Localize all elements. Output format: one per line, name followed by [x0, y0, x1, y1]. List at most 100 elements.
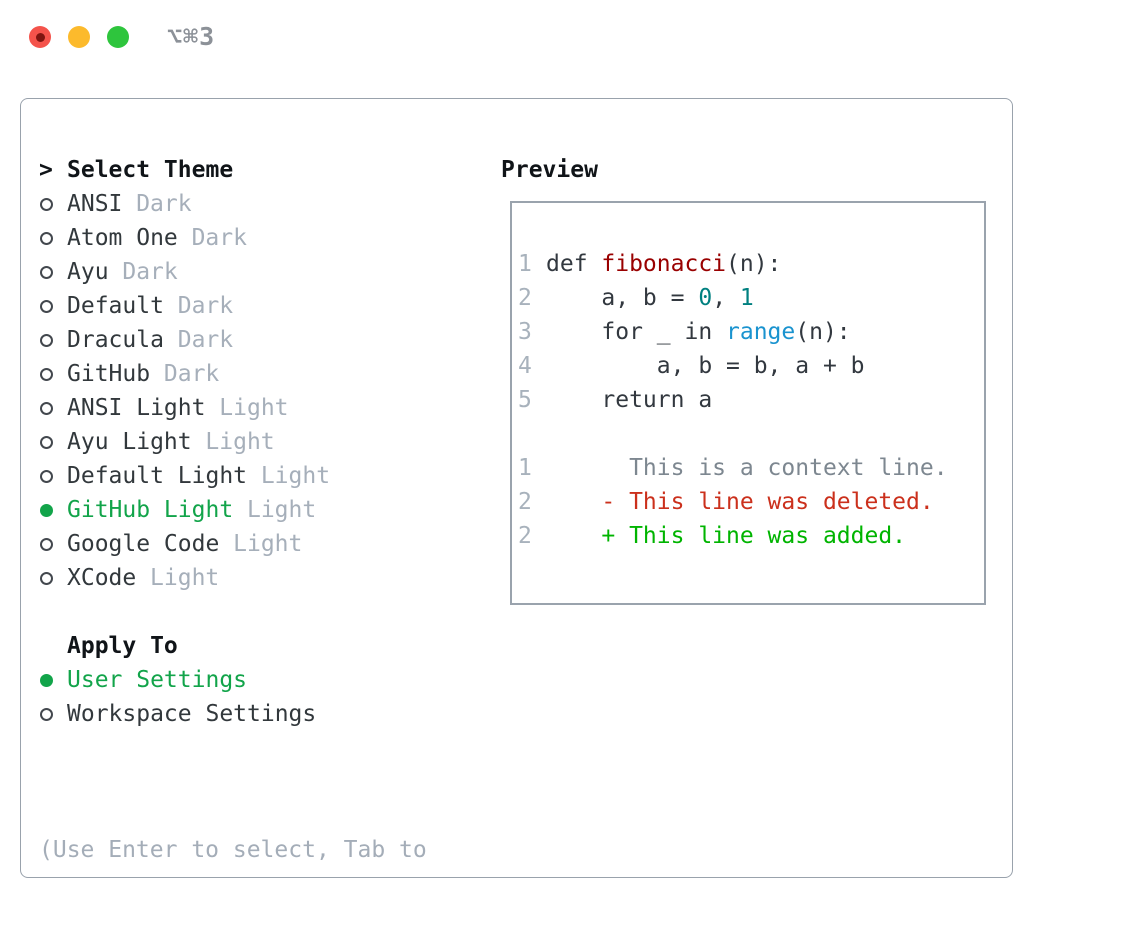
- code-text: + This line was added.: [546, 523, 906, 549]
- radio-circle: [40, 673, 53, 687]
- code-segment-add: + This line was added.: [546, 523, 907, 549]
- theme-variant-badge: Light: [233, 531, 303, 557]
- theme-option-ansi-light[interactable]: ANSI Light Light: [39, 391, 427, 425]
- code-segment-bi: range: [726, 319, 796, 345]
- code-segment-kw: def: [546, 251, 602, 277]
- radio-icon: [39, 571, 67, 585]
- line-number: 2: [518, 489, 532, 515]
- close-button[interactable]: [29, 26, 51, 48]
- code-text: a, b = 0, 1: [546, 285, 753, 311]
- theme-variant-badge: Light: [150, 565, 220, 591]
- theme-name: Atom One: [67, 225, 178, 251]
- theme-variant-badge: Dark: [163, 361, 220, 387]
- code-segment-pl: a, b =: [546, 285, 699, 311]
- theme-name: ANSI: [67, 191, 123, 217]
- code-text: for _ in range(n):: [546, 319, 851, 345]
- apply-to-label: Apply To: [67, 633, 178, 659]
- theme-variant-badge: Dark: [191, 225, 247, 251]
- radio-circle: [40, 401, 53, 415]
- radio-icon: [39, 401, 67, 415]
- theme-variant-badge: Light: [246, 497, 317, 523]
- theme-name: GitHub Light: [67, 497, 234, 523]
- theme-option-ayu-light[interactable]: Ayu Light Light: [39, 425, 427, 459]
- zoom-button[interactable]: [107, 26, 129, 48]
- code-segment-pl: a, b = b, a + b: [546, 353, 865, 379]
- radio-circle: [40, 707, 53, 721]
- theme-option-ansi[interactable]: ANSI Dark: [39, 187, 427, 221]
- theme-variant-badge: Light: [260, 463, 331, 489]
- help-line: (Use Enter to select, Tab to: [39, 837, 427, 863]
- code-line: 3 for _ in range(n):: [518, 315, 984, 349]
- radio-circle: [40, 469, 53, 483]
- apply-to-header: Apply To: [39, 629, 427, 663]
- code-segment-pl: ,: [712, 285, 740, 311]
- spacer: [39, 731, 427, 765]
- code-segment-pl: return a: [546, 387, 713, 413]
- radio-circle: [40, 435, 53, 449]
- apply-option-workspace-settings[interactable]: Workspace Settings: [39, 697, 427, 731]
- code-line: 4 a, b = b, a + b: [518, 349, 984, 383]
- apply-option-label: User Settings: [67, 667, 248, 693]
- radio-circle: [40, 333, 53, 347]
- select-theme-header: > Select Theme: [39, 153, 427, 187]
- code-segment-fn: fibonacci: [601, 251, 727, 277]
- line-number: 3: [518, 319, 532, 345]
- theme-option-github-light[interactable]: GitHub Light Light: [39, 493, 427, 527]
- radio-circle: [40, 503, 53, 517]
- theme-variant-badge: Dark: [177, 293, 234, 319]
- radio-selected-icon: [39, 503, 67, 517]
- theme-variant-badge: Light: [205, 429, 275, 455]
- line-number: 5: [518, 387, 532, 413]
- code-segment-ctx: This is a context line.: [546, 455, 948, 481]
- help-text: (Use Enter to select, Tab to change focu…: [39, 765, 427, 934]
- radio-icon: [39, 435, 67, 449]
- theme-option-atom-one[interactable]: Atom One Dark: [39, 221, 427, 255]
- code-line: 2 - This line was deleted.: [518, 485, 984, 519]
- code-segment-pl: (n):: [726, 251, 782, 277]
- code-text: - This line was deleted.: [546, 489, 934, 515]
- code-text: def fibonacci(n):: [546, 251, 781, 277]
- line-number: 2: [518, 523, 532, 549]
- spacer: [39, 595, 427, 629]
- line-number: 2: [518, 285, 532, 311]
- traffic-lights: [29, 26, 129, 48]
- radio-icon: [39, 299, 67, 313]
- radio-icon: [39, 469, 67, 483]
- select-theme-label: Select Theme: [67, 157, 234, 183]
- code-segment-del: - This line was deleted.: [546, 489, 934, 515]
- apply-option-user-settings[interactable]: User Settings: [39, 663, 427, 697]
- line-number: 4: [518, 353, 532, 379]
- theme-variant-badge: Dark: [136, 191, 192, 217]
- code-segment-pl: (n):: [795, 319, 851, 345]
- theme-variant-badge: Light: [219, 395, 289, 421]
- line-number: 1: [518, 455, 532, 481]
- radio-icon: [39, 537, 67, 551]
- theme-variant-badge: Dark: [177, 327, 234, 353]
- radio-icon: [39, 231, 67, 245]
- radio-selected-icon: [39, 673, 67, 687]
- code-segment-pl: for _ in: [546, 319, 727, 345]
- minimize-button[interactable]: [68, 26, 90, 48]
- radio-icon: [39, 367, 67, 381]
- radio-circle: [40, 537, 53, 551]
- code-text: return a: [546, 387, 712, 413]
- theme-name: ANSI Light: [67, 395, 206, 421]
- radio-icon: [39, 333, 67, 347]
- theme-name: Ayu Light: [67, 429, 192, 455]
- close-dot-icon: [35, 32, 45, 42]
- radio-circle: [40, 367, 53, 381]
- radio-icon: [39, 197, 67, 211]
